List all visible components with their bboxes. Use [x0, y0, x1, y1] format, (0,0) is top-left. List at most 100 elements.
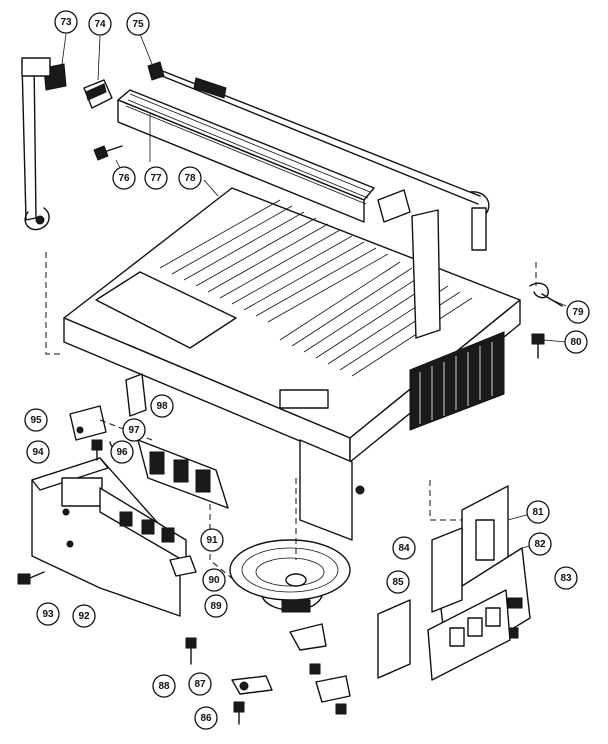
callout-circle [178, 166, 202, 190]
callout-number: 73 [60, 17, 72, 28]
callout-circle [204, 594, 228, 618]
callout-83: 83 [554, 566, 578, 590]
callout-number: 74 [94, 19, 106, 30]
callout-number: 95 [30, 415, 42, 426]
callout-77: 77 [144, 166, 168, 190]
screw-76-part [93, 145, 123, 173]
callout-circle [26, 440, 50, 464]
callout-circle [194, 706, 218, 730]
knob-block-part [83, 35, 113, 109]
callout-circle [554, 566, 578, 590]
callout-89: 89 [204, 594, 228, 618]
callout-98: 98 [150, 394, 174, 418]
clip-79-part [529, 282, 567, 307]
callout-number: 76 [118, 173, 130, 184]
bracket-98-part [125, 373, 147, 417]
callout-circle [564, 330, 588, 354]
callout-80: 80 [564, 330, 588, 354]
callout-94: 94 [26, 440, 50, 464]
bracket-87-part [231, 675, 273, 695]
screw-93-part [17, 571, 45, 585]
callout-97: 97 [122, 418, 146, 442]
callout-circle [152, 674, 176, 698]
callout-76: 76 [112, 166, 136, 190]
callout-number: 90 [208, 575, 220, 586]
callout-95: 95 [24, 408, 48, 432]
front-panel-92-part [31, 457, 181, 617]
callout-84: 84 [392, 536, 416, 560]
callout-circle [144, 166, 168, 190]
callout-number: 82 [534, 539, 546, 550]
callout-number: 85 [392, 577, 404, 588]
callout-81: 81 [526, 500, 550, 524]
panel-85-part [377, 599, 411, 679]
screw-86-part [233, 701, 245, 725]
callout-number: 96 [116, 447, 128, 458]
callout-86: 86 [194, 706, 218, 730]
callout-number: 84 [398, 543, 410, 554]
control-knobs-part [427, 589, 511, 681]
callout-78: 78 [178, 166, 202, 190]
callout-number: 77 [150, 173, 162, 184]
callout-number: 83 [560, 573, 572, 584]
callout-79: 79 [566, 300, 590, 324]
callout-number: 94 [32, 447, 44, 458]
bracket-90-part [169, 555, 197, 577]
speaker-89-part [229, 539, 351, 613]
callout-82: 82 [528, 532, 552, 556]
callout-number: 80 [570, 337, 582, 348]
callout-number: 88 [158, 681, 170, 692]
assembly-lines [45, 252, 537, 581]
callout-circle [72, 604, 96, 628]
callout-circle [24, 408, 48, 432]
callout-number: 81 [532, 507, 544, 518]
callout-96: 96 [110, 440, 134, 464]
callout-circle [36, 602, 60, 626]
callout-87: 87 [188, 672, 212, 696]
callout-number: 93 [42, 609, 54, 620]
screw-80-part [531, 333, 567, 359]
callout-73: 73 [54, 10, 78, 34]
callout-93: 93 [36, 602, 60, 626]
callout-labels: 73 74 75 76 77 78 79 80 81 82 83 84 85 86 87 88 89 90 91 92… [24, 10, 590, 730]
callout-circle [200, 528, 224, 552]
callout-circle [88, 12, 112, 36]
antenna-rod-part [139, 33, 490, 251]
callout-number: 79 [572, 307, 584, 318]
callout-circle [392, 536, 416, 560]
callout-92: 92 [72, 604, 96, 628]
callout-number: 75 [132, 19, 144, 30]
callout-circle [386, 570, 410, 594]
callout-number: 78 [184, 173, 196, 184]
callout-circle [54, 10, 78, 34]
callout-91: 91 [200, 528, 224, 552]
callout-number: 91 [206, 535, 218, 546]
callout-75: 75 [126, 12, 150, 36]
callout-number: 98 [156, 401, 168, 412]
main-housing-part [63, 179, 521, 541]
callout-circle [528, 532, 552, 556]
switch-block-91-part [137, 439, 229, 509]
callout-circle [150, 394, 174, 418]
callout-85: 85 [386, 570, 410, 594]
screw-97-part [91, 439, 103, 461]
top-rail-part [117, 89, 375, 223]
callout-number: 97 [128, 425, 140, 436]
callout-number: 86 [200, 713, 212, 724]
callout-circle [112, 166, 136, 190]
callout-circle [188, 672, 212, 696]
panel-84-part [431, 527, 463, 613]
callout-circle [566, 300, 590, 324]
callout-circle [202, 568, 226, 592]
callout-74: 74 [88, 12, 112, 36]
callout-circle [110, 440, 134, 464]
callout-number: 92 [78, 611, 90, 622]
bracket-95-part [69, 405, 107, 441]
handle-bar-part [21, 33, 67, 231]
callout-90: 90 [202, 568, 226, 592]
callout-circle [526, 500, 550, 524]
callout-number: 87 [194, 679, 206, 690]
callout-circle [126, 12, 150, 36]
center-bracket-part [289, 623, 351, 715]
